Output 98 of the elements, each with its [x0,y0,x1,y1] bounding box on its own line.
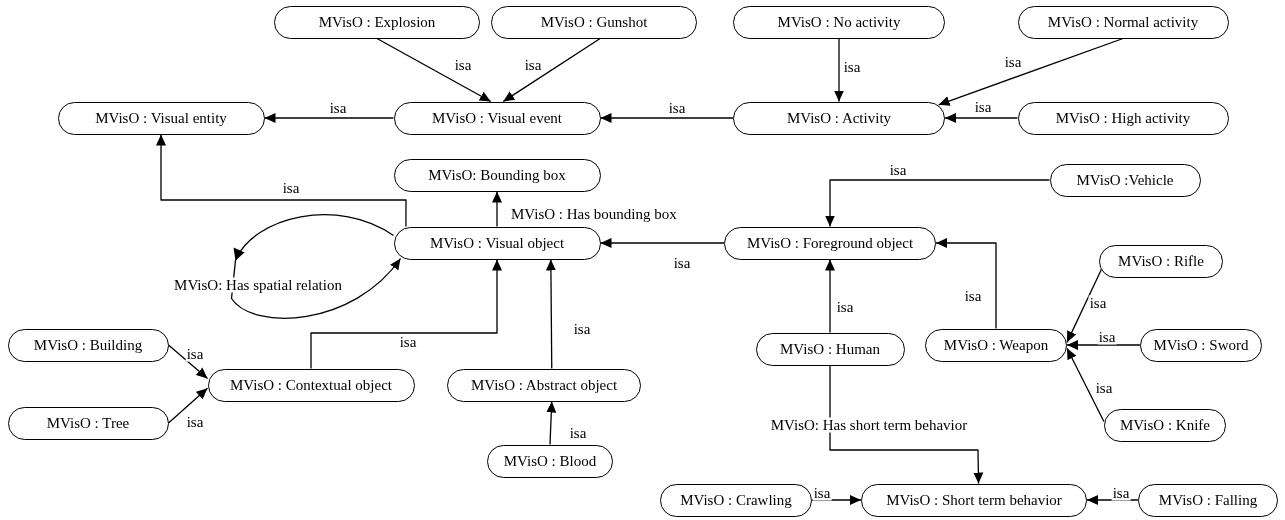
class-node [447,368,641,402]
arrow [492,190,502,228]
class-node [755,332,905,366]
edge-label: isa [568,425,588,441]
class-node [1099,244,1223,278]
class-node [393,101,601,135]
edge-label: isa [398,334,418,350]
arrow [546,400,557,446]
class-node [925,328,1067,362]
arrow [1066,340,1141,350]
arrow [825,258,835,334]
node-label: MVisO : Visual entity [95,110,227,126]
class-node [207,368,415,402]
class-node [491,5,697,39]
edge-label: isa [185,414,205,430]
edge-label: isa [667,100,687,116]
class-node [1140,328,1262,362]
class-node [1104,408,1226,442]
class-node [1049,163,1201,197]
arrow [1066,268,1103,343]
node-label: MVisO : Human [780,341,880,357]
node-label: MVisO : Gunshot [540,14,648,30]
arrow [938,37,1124,106]
arrow [376,37,492,103]
edge-label: isa [842,59,862,75]
class-node [861,483,1087,517]
node-label: MVisO : Short term behavior [886,492,1062,508]
class-node [724,226,936,260]
edge-label: isa [973,99,993,115]
class-node [1017,5,1229,39]
node-label: MVisO :Vehicle [1076,172,1174,188]
class-node [1138,483,1278,517]
node-label: MVisO: Bounding box [428,167,566,183]
edge-label: MVisO: Has spatial relation [173,277,343,293]
arrow [310,258,502,370]
node-label: MVisO : Building [33,337,143,353]
arrow [944,113,1019,123]
arrow [1066,347,1105,423]
arrow [834,37,844,103]
node-label: MVisO : Explosion [318,14,436,30]
edge-label: isa [1097,329,1117,345]
edge-label: isa [672,255,692,271]
arrow [230,214,402,319]
node-label: MVisO : Contextual object [230,377,392,393]
class-node [487,444,613,478]
arrow [167,387,209,424]
edge-label: isa [812,485,832,501]
edge-label: isa [1094,380,1114,396]
arrow [829,364,984,485]
node-label: MVisO : Rifle [1118,253,1204,269]
edge-label: isa [572,321,592,337]
node-label: MVisO : No activity [777,14,901,30]
class-node [1017,101,1229,135]
arrow [502,37,601,103]
arrow [263,113,395,123]
edge-label: isa [1003,54,1023,70]
arrow [825,179,1051,228]
edge-label: isa [523,57,543,73]
arrow [167,344,209,380]
class-node [393,226,601,260]
arrow [599,238,725,248]
node-label: MVisO : Falling [1158,492,1258,508]
node-label: MVisO : Knife [1120,417,1210,433]
node-label: MVisO : Visual object [429,235,565,251]
node-label: MVisO : Activity [786,110,892,126]
edge-label: isa [835,299,855,315]
edge-label: isa [888,162,908,178]
class-node [733,5,945,39]
node-label: MVisO : Visual event [432,110,562,126]
node-label: MVisO : Tree [46,415,130,431]
node-label: MVisO : Crawling [680,492,792,508]
node-label: MVisO : Blood [503,453,597,469]
edge-label: isa [281,180,301,196]
node-label: MVisO : Normal activity [1047,14,1199,30]
edge-label: isa [1088,295,1108,311]
node-label: MVisO : Abstract object [470,377,618,393]
arrow [599,113,734,123]
node-label: MVisO : Weapon [943,337,1049,353]
edge-label: isa [1111,485,1131,501]
class-node [733,101,945,135]
edge-label: isa [328,100,348,116]
arrow [156,133,407,228]
edge-label: isa [453,57,473,73]
class-node [7,406,169,440]
edge-label: isa [185,346,205,362]
class-node [393,158,601,192]
edge-label: MVisO: Has short term behavior [769,417,969,433]
edge-label: MVisO : Has bounding box [510,206,678,222]
class-node [57,101,265,135]
class-node [274,5,480,39]
class-node [660,483,812,517]
edge-label: isa [963,288,983,304]
node-label: MVisO : High activity [1055,110,1191,126]
class-node [7,328,169,362]
arrow [935,238,997,330]
arrow [545,258,556,370]
node-label: MVisO : Sword [1153,337,1249,353]
node-label: MVisO : Foreground object [746,235,914,251]
